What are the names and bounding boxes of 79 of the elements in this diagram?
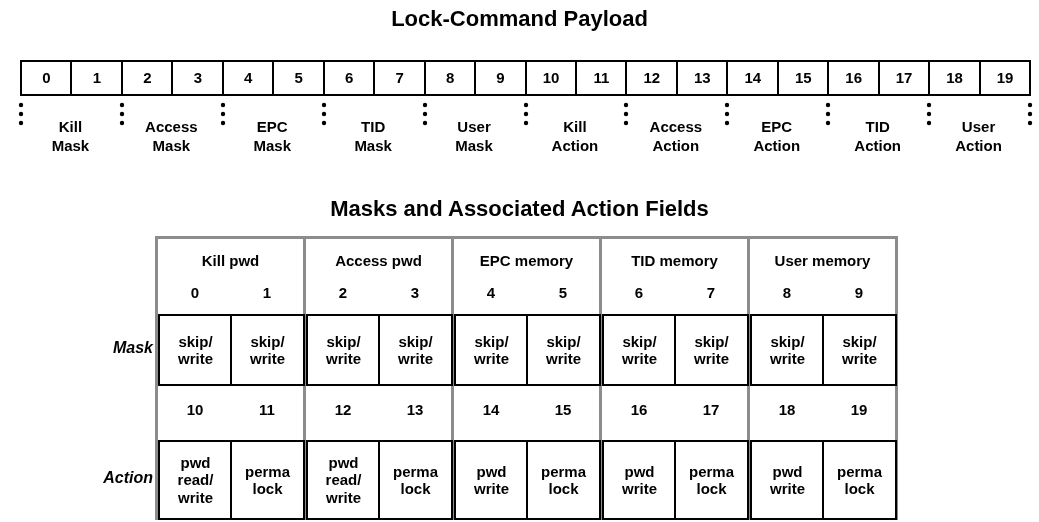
- bit-cell: 7: [373, 60, 427, 96]
- field-label: Kill Action: [550, 118, 600, 156]
- bit-number: 12: [333, 401, 353, 418]
- bit-number: 15: [553, 401, 573, 418]
- mask-cell: skip/ write: [158, 314, 233, 386]
- action-cell: perma lock: [822, 440, 897, 520]
- bit-number: 11: [258, 401, 276, 418]
- field-label: User Mask: [454, 118, 494, 156]
- bit-number: 3: [409, 284, 421, 301]
- field-label: User Action: [954, 118, 1003, 156]
- column-header: TID memory: [630, 252, 719, 269]
- mask-cell: skip/ write: [230, 314, 305, 386]
- bit-cell: 18: [928, 60, 982, 96]
- mask-cell: skip/ write: [526, 314, 601, 386]
- bit-number: 18: [777, 401, 797, 418]
- bit-number: 5: [557, 284, 569, 301]
- bit-number: 4: [485, 284, 497, 301]
- bit-cell: 4: [221, 60, 275, 96]
- bit-cell: 3: [171, 60, 225, 96]
- bit-cell: 10: [524, 60, 578, 96]
- bit-cell: 17: [877, 60, 931, 96]
- bit-number: 10: [185, 401, 205, 418]
- bit-cell: 14: [726, 60, 780, 96]
- bit-cell: 2: [120, 60, 174, 96]
- bit-cell: 15: [776, 60, 830, 96]
- column-header: User memory: [773, 252, 872, 269]
- bit-cell: 19: [978, 60, 1032, 96]
- bit-number: 14: [481, 401, 501, 418]
- bit-number: 9: [853, 284, 865, 301]
- mask-cell: skip/ write: [378, 314, 453, 386]
- mask-cell: skip/ write: [822, 314, 897, 386]
- bit-cell: 12: [625, 60, 679, 96]
- action-cell: perma lock: [674, 440, 749, 520]
- bit-number: 8: [781, 284, 793, 301]
- action-cell: pwd read/ write: [158, 440, 233, 520]
- action-cell: pwd write: [602, 440, 677, 520]
- field-label: EPC Mask: [252, 118, 292, 156]
- mask-cell: skip/ write: [674, 314, 749, 386]
- bit-cell: 1: [70, 60, 124, 96]
- field-label: Access Mask: [144, 118, 199, 156]
- action-cell: perma lock: [378, 440, 453, 520]
- field-label: Access Action: [648, 118, 704, 156]
- bit-number: 16: [629, 401, 649, 418]
- bit-number: 13: [405, 401, 425, 418]
- column-header: Access pwd: [334, 252, 423, 269]
- bit-cell: 16: [827, 60, 881, 96]
- row-label: Mask: [111, 339, 153, 357]
- mask-cell: skip/ write: [602, 314, 677, 386]
- action-cell: pwd write: [454, 440, 529, 520]
- bit-number: 2: [337, 284, 349, 301]
- bit-cell: 13: [675, 60, 729, 96]
- action-cell: pwd read/ write: [306, 440, 381, 520]
- action-cell: perma lock: [230, 440, 305, 520]
- field-label: TID Action: [853, 118, 902, 156]
- bit-cell: 0: [20, 60, 73, 96]
- action-cell: pwd write: [750, 440, 825, 520]
- bit-cell: 8: [423, 60, 477, 96]
- bit-number: 19: [849, 401, 869, 418]
- mask-cell: skip/ write: [454, 314, 529, 386]
- mask-cell: skip/ write: [306, 314, 381, 386]
- bit-number: 1: [261, 284, 273, 301]
- field-label: TID Mask: [353, 118, 393, 156]
- bit-cell: 5: [272, 60, 326, 96]
- action-cell: perma lock: [526, 440, 601, 520]
- bit-cell: 9: [474, 60, 527, 96]
- row-label: Action: [102, 469, 153, 487]
- column-header: Kill pwd: [200, 252, 261, 269]
- bit-cell: 11: [574, 60, 628, 96]
- column-header: EPC memory: [478, 252, 575, 269]
- mask-cell: skip/ write: [750, 314, 825, 386]
- field-label: Kill Mask: [50, 118, 91, 156]
- bit-number: 6: [633, 284, 645, 301]
- diagram-title: Lock-Command Payload: [390, 6, 649, 32]
- field-label: EPC Action: [752, 118, 802, 156]
- table-title: Masks and Associated Action Fields: [329, 196, 710, 222]
- bit-number: 0: [189, 284, 201, 301]
- bit-number: 17: [701, 401, 721, 418]
- bit-number: 7: [705, 284, 717, 301]
- bit-cell: 6: [322, 60, 376, 96]
